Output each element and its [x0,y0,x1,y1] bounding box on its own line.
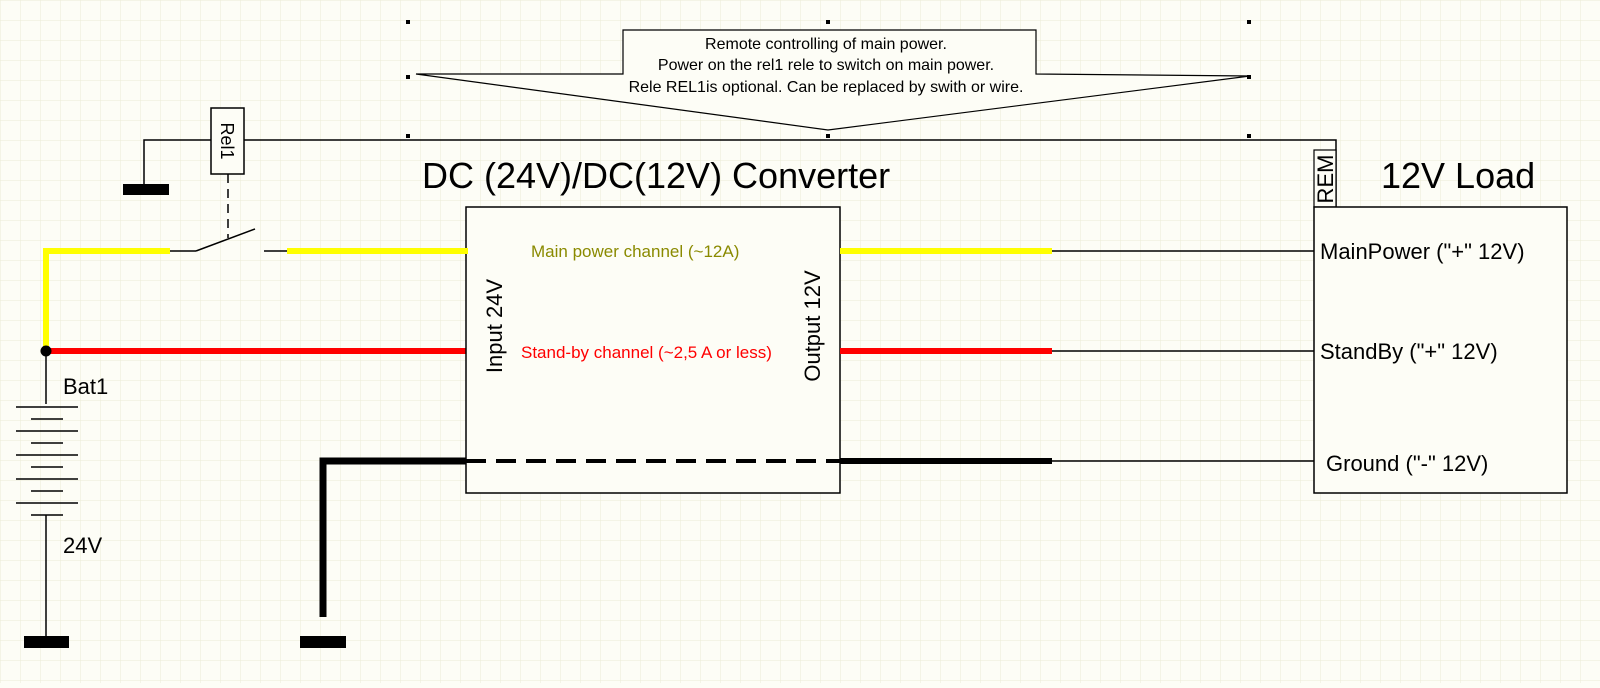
load-title: 12V Load [1381,155,1535,196]
standby-channel-label: Stand-by channel (~2,5 A or less) [521,343,772,362]
remote-control-callout[interactable]: Remote controlling of main power. Power … [406,20,1251,138]
dc-dc-converter[interactable]: Input 24V Output 12V Main power channel … [465,206,841,494]
relay-body [210,107,245,175]
battery-bat1[interactable] [16,356,78,636]
main-power-wire-input [43,248,468,352]
battery-voltage: 24V [63,533,102,558]
load-main-power-label: MainPower ("+" 12V) [1320,239,1525,264]
load-feed-wires [1052,250,1314,462]
converter-output-label: Output 12V [800,270,825,382]
junction-dot [40,345,52,357]
selection-handles [406,20,1251,138]
load-standby-label: StandBy ("+" 12V) [1320,339,1498,364]
relay-ground-symbol [123,184,169,195]
relay-rel1[interactable]: Rel1 [210,107,245,175]
converter-title: DC (24V)/DC(12V) Converter [422,155,890,196]
callout-line-1: Remote controlling of main power. [705,36,947,53]
battery-name: Bat1 [63,374,108,399]
callout-shape [415,29,1251,131]
battery-ground-symbol [24,636,69,648]
load-12v[interactable]: MainPower ("+" 12V) StandBy ("+" 12V) Gr… [1313,206,1568,494]
callout-line-3: Rele REL1is optional. Can be replaced by… [629,79,1024,96]
load-box [1313,206,1568,494]
relay-label: Rel1 [217,122,237,159]
converter-ground-symbol [300,636,346,648]
converter-box [465,206,841,494]
callout-line-2: Power on the rel1 rele to switch on main… [658,57,994,74]
rem-label: REM [1313,155,1338,204]
relay-switch-contact[interactable] [170,228,287,252]
converter-input-label: Input 24V [482,279,507,374]
load-ground-label: Ground ("-" 12V) [1326,451,1488,476]
main-channel-label: Main power channel (~12A) [531,242,739,261]
ground-wire-input [319,457,466,617]
